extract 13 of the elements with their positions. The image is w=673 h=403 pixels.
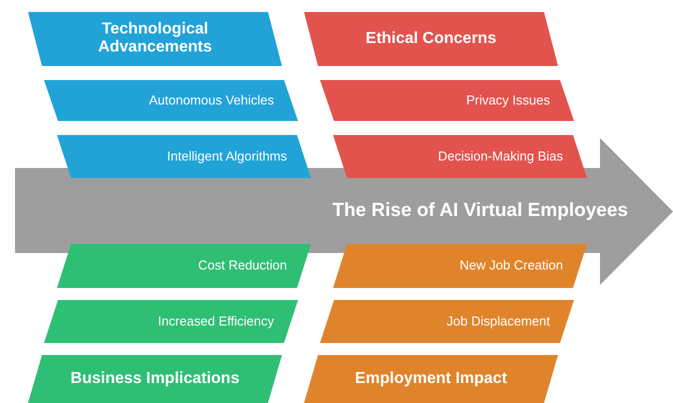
cause-label: Cost Reduction xyxy=(198,258,287,274)
category-heading: Technological Advancements xyxy=(97,20,213,58)
category-heading: Employment Impact xyxy=(354,370,508,388)
cause-label: Decision-Making Bias xyxy=(438,149,563,164)
cause-label: Autonomous Vehicles xyxy=(148,93,274,108)
category-heading: Business Implications xyxy=(70,370,240,388)
cause-label: Job Displacement xyxy=(446,314,550,329)
cause-label: Privacy Issues xyxy=(466,93,550,108)
effect-title: The Rise of AI Virtual Employees xyxy=(332,200,628,222)
cause-label: Intelligent Algorithms xyxy=(167,149,287,164)
category-heading: Ethical Concerns xyxy=(364,30,498,48)
cause-label: New Job Creation xyxy=(460,258,563,274)
cause-label: Increased Efficiency xyxy=(158,314,274,329)
